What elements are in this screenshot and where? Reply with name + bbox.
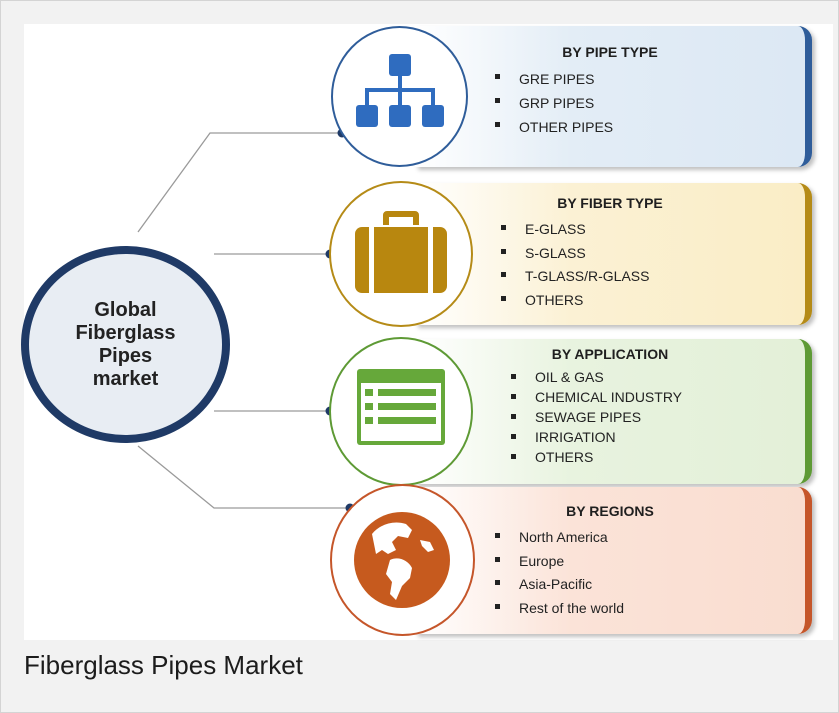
segment-panel-regions: BY REGIONS North America Europe Asia-Pac… — [415, 487, 812, 634]
list-item: Asia-Pacific — [495, 573, 624, 597]
segment-panel-fiber-type: BY FIBER TYPE E-GLASS S-GLASS T-GLASS/R-… — [415, 183, 812, 325]
central-label-line-1: Global — [94, 298, 157, 321]
central-node: Global Fiberglass Pipes market — [21, 246, 230, 443]
fiber-type-icon-circle — [329, 181, 473, 327]
list-item: North America — [495, 526, 624, 550]
list-item: S-GLASS — [501, 242, 649, 266]
briefcase-icon — [355, 211, 447, 293]
list-window-icon — [357, 369, 445, 445]
segment-title: BY REGIONS — [566, 503, 654, 519]
regions-icon-circle — [330, 484, 475, 636]
list-item: Rest of the world — [495, 597, 624, 621]
pipe-type-icon-circle — [331, 26, 468, 167]
figure-caption: Fiberglass Pipes Market — [24, 650, 303, 680]
globe-icon — [354, 512, 450, 608]
list-item: IRRIGATION — [511, 427, 682, 447]
list-item: OTHERS — [501, 289, 649, 313]
list-item: OTHERS — [511, 447, 682, 467]
connector-regions — [137, 445, 350, 509]
segment-title: BY APPLICATION — [551, 346, 669, 362]
hierarchy-icon — [356, 54, 444, 127]
list-item: T-GLASS/R-GLASS — [501, 265, 649, 289]
list-item: GRE PIPES — [495, 67, 613, 91]
central-label-line-3: market — [92, 367, 159, 390]
connector-pipe-type — [137, 132, 342, 233]
list-item: SEWAGE PIPES — [511, 407, 682, 427]
segment-panel-pipe-type: BY PIPE TYPE GRE PIPES GRP PIPES OTHER P… — [415, 26, 812, 167]
central-label-line-2: Fiberglass Pipes — [75, 321, 176, 367]
list-item: E-GLASS — [501, 218, 649, 242]
list-item: OIL & GAS — [511, 367, 682, 387]
list-item: CHEMICAL INDUSTRY — [511, 387, 682, 407]
segment-title: BY PIPE TYPE — [562, 44, 658, 60]
segment-title: BY FIBER TYPE — [557, 195, 663, 211]
list-item: OTHER PIPES — [495, 115, 613, 139]
list-item: Europe — [495, 550, 624, 574]
segment-panel-application: BY APPLICATION OIL & GAS CHEMICAL INDUST… — [415, 339, 812, 484]
list-item: GRP PIPES — [495, 91, 613, 115]
application-icon-circle — [329, 337, 473, 486]
